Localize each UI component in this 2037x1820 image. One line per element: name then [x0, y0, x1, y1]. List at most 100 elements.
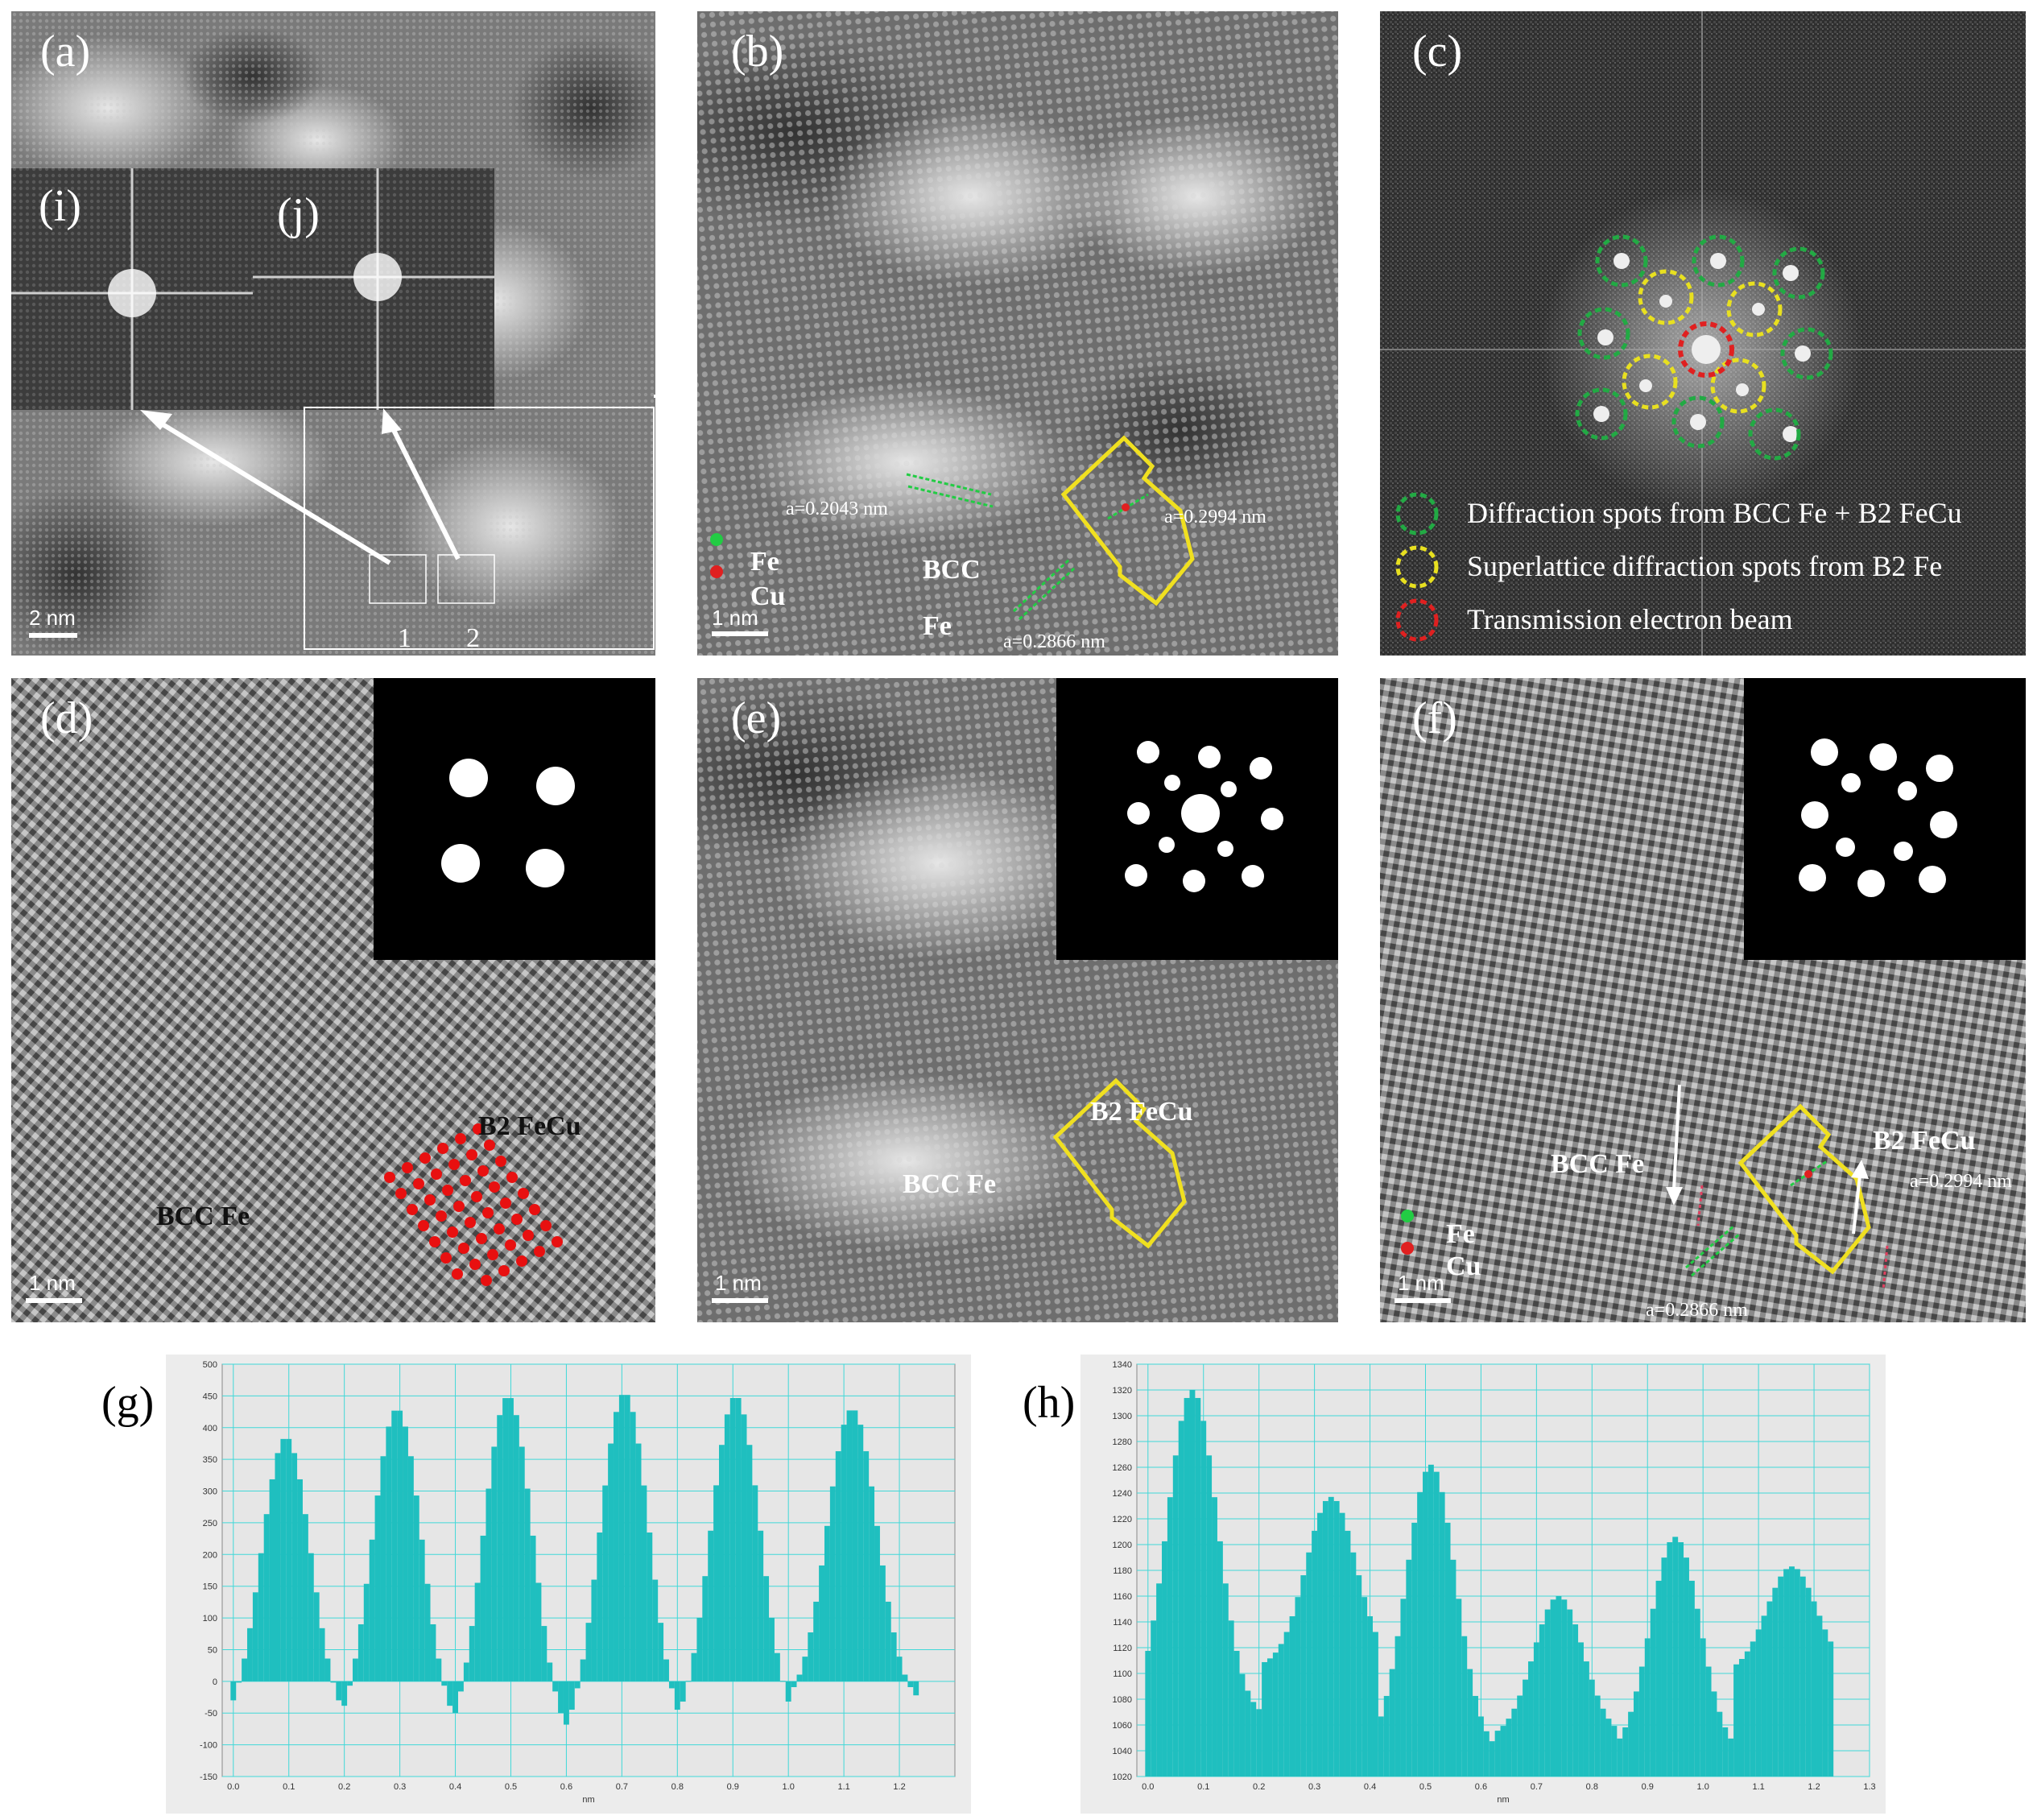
profile-bar — [1212, 1497, 1217, 1777]
profile-bar — [1473, 1695, 1478, 1777]
panel-c: (c) Diffraction spots from BCC Fe + B2 F… — [1380, 11, 2026, 656]
x-tick-label: 1.1 — [837, 1782, 849, 1792]
profile-bar — [1389, 1669, 1395, 1777]
profile-bar — [1483, 1731, 1490, 1777]
profile-bar — [1350, 1552, 1357, 1777]
atom-dot — [460, 1175, 471, 1186]
profile-bar — [1272, 1652, 1279, 1777]
profile-bar — [1156, 1583, 1163, 1777]
atom-dot — [458, 1243, 469, 1254]
profile-bar — [1411, 1522, 1418, 1777]
profile-bar — [1417, 1491, 1423, 1777]
y-tick-label: 1180 — [1113, 1566, 1132, 1576]
profile-bar — [1678, 1542, 1684, 1777]
profile-bar — [1367, 1616, 1373, 1777]
x-tick-label: 0.7 — [616, 1782, 628, 1792]
x-tick-label: 0.6 — [1475, 1782, 1487, 1792]
atom-dot — [469, 1259, 481, 1270]
profile-bar — [1467, 1669, 1473, 1777]
y-tick-label: 100 — [203, 1614, 217, 1624]
y-tick-label: 1060 — [1113, 1721, 1132, 1731]
profile-bar — [696, 1617, 703, 1681]
atom-dot — [440, 1252, 452, 1264]
atom-dot — [431, 1169, 442, 1180]
profile-bar — [1750, 1641, 1756, 1777]
fft-pattern-c — [1380, 11, 2026, 656]
profile-bar — [313, 1592, 320, 1681]
panel-label: (c) — [1412, 27, 1463, 77]
y-tick-label: 1020 — [1113, 1772, 1132, 1782]
panel-label: (e) — [731, 693, 782, 743]
profile-bar — [614, 1412, 619, 1681]
profile-bar — [463, 1662, 469, 1681]
profile-bar — [1361, 1597, 1368, 1777]
profile-bar — [729, 1398, 736, 1681]
profile-bar — [252, 1592, 258, 1681]
b2-fecu-label: B2 FeCu — [1873, 1126, 1976, 1156]
profile-bar — [1195, 1397, 1201, 1777]
x-tick-label: 1.2 — [893, 1782, 905, 1792]
atom-dot — [442, 1185, 453, 1196]
profile-bar — [1233, 1650, 1240, 1777]
atom-dot — [402, 1162, 413, 1173]
atom-dot — [511, 1214, 523, 1225]
profile-bar — [1239, 1673, 1246, 1777]
profile-bar — [1189, 1390, 1196, 1777]
profile-bar — [1700, 1638, 1706, 1777]
zoom-lines — [654, 395, 656, 398]
profile-bar — [441, 1681, 448, 1686]
filtered-image-e — [697, 678, 1338, 1322]
panel-label-h: (h) — [1023, 1378, 1076, 1428]
x-tick-label: 0.9 — [727, 1782, 739, 1792]
profile-bar — [802, 1657, 808, 1681]
profile-bar — [624, 1395, 630, 1681]
profile-bar — [1728, 1738, 1734, 1777]
profile-bar — [1733, 1664, 1739, 1777]
profile-bar — [863, 1451, 870, 1681]
y-tick-label: 1340 — [1113, 1360, 1132, 1370]
atom-dot — [481, 1275, 492, 1286]
profile-bar — [397, 1410, 403, 1681]
profile-bar — [1145, 1650, 1151, 1777]
y-tick-label: 350 — [203, 1455, 217, 1465]
profile-bar — [758, 1530, 764, 1681]
x-tick-label: 0.0 — [1142, 1782, 1154, 1792]
y-tick-label: 50 — [208, 1645, 217, 1655]
profile-bar — [286, 1438, 292, 1681]
profile-bar — [319, 1628, 325, 1681]
profile-bar — [242, 1658, 248, 1681]
profile-bar — [713, 1485, 720, 1681]
profile-bar — [1661, 1557, 1667, 1777]
profile-bar — [502, 1398, 509, 1681]
profile-bar — [741, 1414, 747, 1681]
y-tick-label: 1320 — [1113, 1386, 1132, 1396]
y-tick-label: -50 — [205, 1709, 217, 1719]
lattice-annotation-3: a=0.2866 nm — [1003, 631, 1105, 652]
panel-d: (d) B2 FeCu BCC Fe 1 nm — [11, 678, 655, 1322]
x-tick-label: 0.5 — [1419, 1782, 1432, 1792]
atom-dot — [471, 1191, 482, 1202]
b2-atom-dots — [384, 1123, 563, 1286]
profile-bar — [558, 1681, 564, 1713]
profile-bar — [1295, 1597, 1301, 1777]
y-tick-label: 1140 — [1113, 1618, 1132, 1628]
profile-bar — [280, 1438, 287, 1681]
profile-bar — [419, 1539, 425, 1681]
atom-dot — [448, 1159, 460, 1170]
profile-bar — [819, 1565, 824, 1681]
profile-bar — [1450, 1559, 1456, 1777]
profile-bar — [1262, 1661, 1268, 1777]
profile-bar — [491, 1446, 498, 1681]
profile-bar — [258, 1553, 264, 1681]
profile-bar — [907, 1681, 914, 1688]
atom-dot — [466, 1149, 477, 1160]
x-tick-label: 1.3 — [1863, 1782, 1875, 1792]
y-tick-label: 150 — [203, 1582, 217, 1592]
profile-bar — [1494, 1731, 1501, 1777]
x-tick-label: 0.1 — [283, 1782, 295, 1792]
y-tick-label: 450 — [203, 1392, 217, 1401]
profile-bar — [674, 1681, 680, 1710]
profile-bar — [1228, 1620, 1234, 1777]
profile-bar — [1200, 1421, 1207, 1777]
profile-bar — [1461, 1636, 1468, 1777]
